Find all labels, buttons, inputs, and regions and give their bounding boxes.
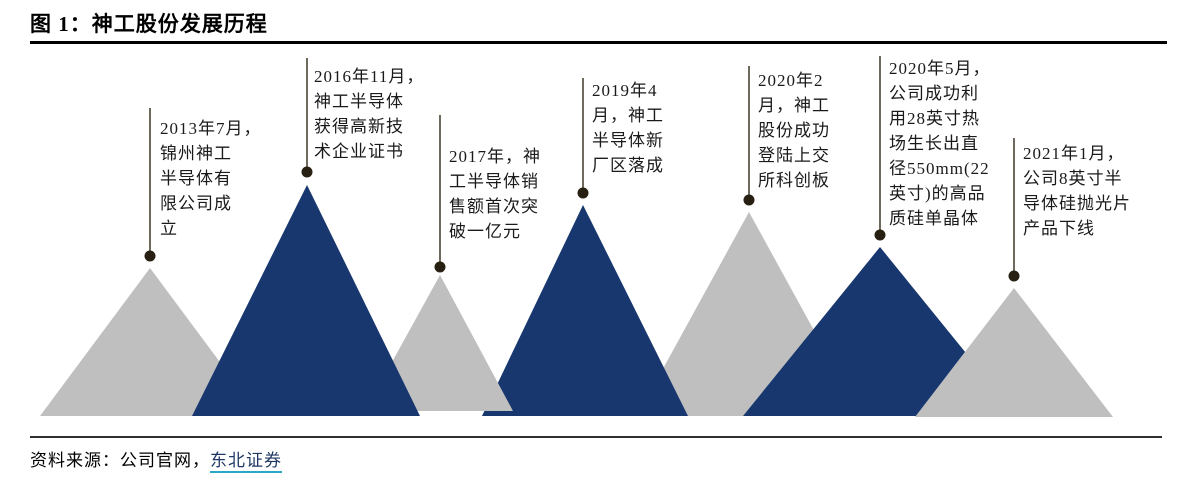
source-line: 资料来源：公司官网，东北证券 (30, 446, 282, 473)
timeline-dot-1 (144, 250, 156, 262)
timeline-dot-6 (874, 229, 886, 241)
timeline-annotation-5: 2020年2 月，神工 股份成功 登陆上交 所科创板 (758, 71, 830, 190)
timeline-dot-3 (434, 261, 446, 273)
title-underline-rule (30, 41, 1167, 44)
source-link-dongbei-securities[interactable]: 东北证券 (210, 451, 282, 473)
mountain-triangle-3 (365, 275, 513, 411)
timeline-annotation-3: 2017年，神 工半导体销 售额首次突 破一亿元 (449, 147, 541, 241)
mountain-triangle-7 (915, 288, 1113, 417)
timeline-annotation-1: 2013年7月， 锦州神工 半导体有 限公司成 立 (160, 119, 262, 238)
mountain-triangle-4 (482, 205, 688, 416)
timeline-annotation-2: 2016年11月， 神工半导体 获得高新技 术企业证书 (314, 67, 425, 161)
timeline-dot-2 (301, 166, 313, 178)
figure-title: 图 1：神工股份发展历程 (30, 12, 268, 36)
timeline-annotation-7: 2021年1月， 公司8英寸半 导体硅抛光片 产品下线 (1023, 144, 1131, 238)
footer-separator-rule (30, 436, 1162, 438)
timeline-dot-4 (577, 187, 589, 199)
mountain-triangle-2 (192, 185, 420, 416)
timeline-dot-5 (743, 194, 755, 206)
timeline-annotation-4: 2019年4 月，神工 半导体新 厂区落成 (592, 81, 664, 175)
timeline-dot-7 (1008, 270, 1020, 282)
source-prefix-text: 资料来源：公司官网， (30, 451, 210, 470)
mountain-triangle-1 (40, 268, 260, 416)
timeline-annotation-6: 2020年5月， 公司成功利 用28英寸热 场生长出直 径550mm(22 英寸… (889, 59, 991, 228)
